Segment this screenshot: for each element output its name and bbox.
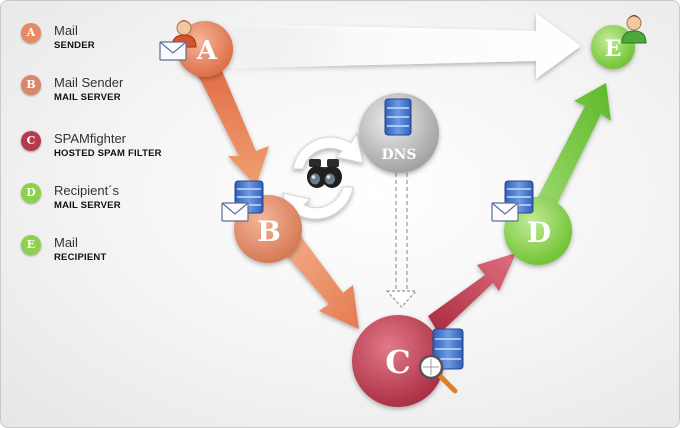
node-a (177, 21, 233, 77)
binoculars-icon (307, 159, 342, 188)
legend-title-c: SPAMfighter (54, 131, 127, 146)
arrow-recipient-server-to-recipient (538, 83, 611, 206)
arrow-server-to-filter (279, 231, 359, 329)
node-b-letter: B (257, 215, 281, 248)
legend-title-d: Recipient´s (54, 183, 120, 198)
legend-subtitle-b: MAIL SERVER (54, 92, 121, 103)
legend-title-a: Mail (54, 23, 78, 38)
node-c-letter: C (385, 343, 410, 381)
arrow-dns-lookup (385, 173, 418, 308)
legend-subtitle-a: SENDER (54, 40, 95, 51)
legend-badge-d: D (21, 183, 41, 203)
legend-badge-e: E (21, 235, 41, 255)
legend-subtitle-c: HOSTED SPAM FILTER (54, 148, 162, 159)
recipient-user-icon (621, 15, 647, 44)
legend-title-b: Mail Sender (54, 75, 124, 90)
legend-badge-b: B (21, 75, 41, 95)
envelope-icon-a (159, 41, 187, 61)
arrow-filter-to-recipient-server (428, 253, 516, 334)
dns-label: DNS (381, 147, 416, 163)
node-a-letter: A (196, 36, 218, 66)
legend-badge-c: C (21, 131, 41, 151)
arrow-sender-to-recipient (206, 13, 581, 79)
node-d (504, 197, 572, 265)
legend-subtitle-e: RECIPIENT (54, 252, 107, 263)
arrow-sender-to-server (193, 59, 269, 186)
legend-subtitle-d: MAIL SERVER (54, 200, 121, 211)
magnifier-icon (418, 354, 458, 394)
envelope-icon-d (491, 202, 519, 222)
envelope-icon-b (221, 202, 249, 222)
node-e-letter: E (605, 36, 622, 62)
dns-server-icon (384, 98, 412, 136)
node-d-letter: D (527, 216, 551, 249)
node-c (352, 315, 444, 407)
legend-badge-a: A (21, 23, 41, 43)
legend-title-e: Mail (54, 235, 78, 250)
